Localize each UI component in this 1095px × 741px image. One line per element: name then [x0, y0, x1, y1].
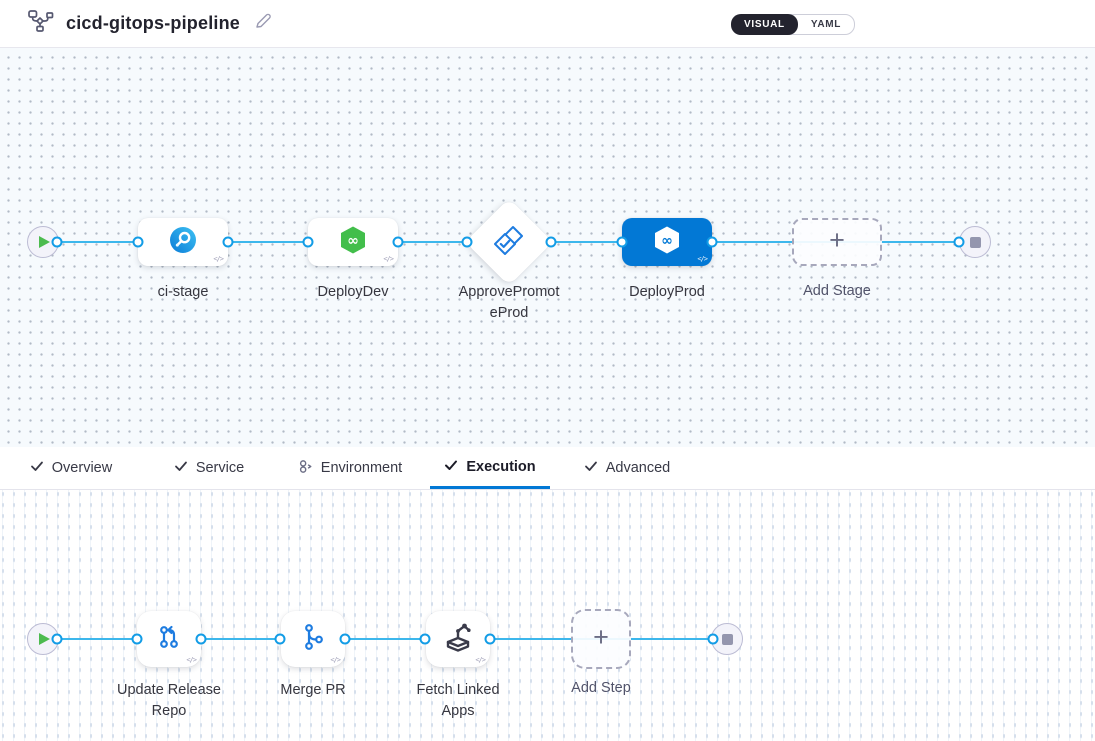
connector-point[interactable] — [51, 633, 63, 645]
code-badge: </> — [383, 255, 394, 263]
stage-node-ci-stage[interactable]: </> — [138, 218, 228, 266]
connector-point[interactable] — [484, 633, 496, 645]
check-icon — [174, 459, 188, 477]
connector-point[interactable] — [392, 236, 404, 248]
step-node-update-release-repo[interactable]: </> — [137, 611, 201, 667]
add-stage-button[interactable]: + — [792, 218, 882, 266]
tab-label: Advanced — [605, 460, 671, 476]
tab-overview[interactable]: Overview — [10, 447, 132, 489]
step-node-fetch-linked-apps[interactable]: </> — [426, 611, 490, 667]
update-repo-icon — [153, 621, 185, 658]
execution-canvas: </> </> — [0, 490, 1095, 741]
play-icon — [39, 633, 50, 645]
connector-point[interactable] — [339, 633, 351, 645]
tab-label: Execution — [466, 458, 536, 475]
connector-point[interactable] — [222, 236, 234, 248]
pipeline-icon — [28, 10, 54, 37]
code-badge: </> — [475, 656, 486, 664]
tab-label: Environment — [320, 460, 403, 476]
add-step-label: Add Step — [571, 680, 631, 696]
svg-text:∞: ∞ — [347, 232, 359, 248]
add-step-button[interactable]: + — [571, 609, 631, 669]
connector-point[interactable] — [131, 633, 143, 645]
tab-service[interactable]: Service — [153, 447, 265, 489]
stage-node-deployprod[interactable]: ∞ </> — [622, 218, 712, 266]
stage-node-deploydev[interactable]: ∞ </> — [308, 218, 398, 266]
fetch-linked-apps-icon — [441, 620, 475, 659]
toggle-yaml[interactable]: YAML — [810, 19, 842, 30]
plus-icon: + — [593, 622, 609, 652]
stage-node-approvepromoteprod[interactable] — [465, 198, 553, 286]
pipeline-start-node — [27, 226, 59, 258]
step-connector-line — [57, 638, 713, 640]
connector-point[interactable] — [132, 236, 144, 248]
svg-text:∞: ∞ — [661, 232, 673, 248]
add-stage-label: Add Stage — [803, 283, 871, 299]
tab-execution[interactable]: Execution — [430, 447, 550, 489]
toggle-visual[interactable]: VISUAL — [731, 14, 798, 35]
approval-icon — [494, 225, 524, 260]
code-badge: </> — [697, 255, 708, 263]
pipeline-title: cicd-gitops-pipeline — [66, 13, 241, 33]
play-icon — [39, 236, 50, 248]
stage-canvas: </> ∞ </> — [0, 48, 1095, 447]
connector-point[interactable] — [461, 236, 473, 248]
stage-config-tabbar: Overview Service Environment Execution A… — [0, 447, 1095, 490]
connector-point[interactable] — [707, 633, 719, 645]
step-label: Merge PR — [280, 682, 346, 698]
code-badge: </> — [213, 255, 224, 263]
tab-label: Service — [195, 460, 245, 476]
connector-point[interactable] — [51, 236, 63, 248]
git-merge-icon — [297, 621, 329, 658]
pencil-icon — [254, 12, 272, 35]
visual-yaml-toggle: VISUAL YAML — [731, 14, 856, 35]
connector-point[interactable] — [616, 236, 628, 248]
code-badge: </> — [330, 656, 341, 664]
stop-icon — [721, 633, 733, 645]
cd-hexagon-icon: ∞ — [338, 225, 368, 260]
check-icon — [584, 459, 598, 477]
connector-point[interactable] — [274, 633, 286, 645]
plus-icon: + — [829, 225, 845, 255]
stage-label: ci-stage — [157, 284, 209, 300]
step-node-merge-pr[interactable]: </> — [281, 611, 345, 667]
stop-icon — [969, 236, 981, 248]
stage-label: DeployProd — [629, 284, 705, 300]
connector-point[interactable] — [302, 236, 314, 248]
code-badge: </> — [186, 656, 197, 664]
ci-build-icon — [169, 226, 197, 259]
edit-pipeline-button[interactable] — [254, 12, 272, 35]
connector-point[interactable] — [195, 633, 207, 645]
stage-label: ApprovePromot eProd — [458, 284, 560, 321]
tab-label: Overview — [51, 460, 113, 476]
tab-environment[interactable]: Environment — [283, 447, 417, 489]
check-icon — [444, 458, 458, 476]
connector-point[interactable] — [953, 236, 965, 248]
environment-icon — [298, 459, 313, 478]
step-label: Update Release Repo — [117, 682, 221, 719]
tab-advanced[interactable]: Advanced — [563, 447, 691, 489]
connector-point[interactable] — [545, 236, 557, 248]
step-label: Fetch Linked Apps — [416, 682, 500, 719]
header: cicd-gitops-pipeline VISUAL YAML — [0, 0, 1095, 48]
cd-hexagon-icon: ∞ — [652, 225, 682, 260]
check-icon — [30, 459, 44, 477]
stage-label: DeployDev — [317, 284, 389, 300]
connector-point[interactable] — [706, 236, 718, 248]
connector-point[interactable] — [419, 633, 431, 645]
